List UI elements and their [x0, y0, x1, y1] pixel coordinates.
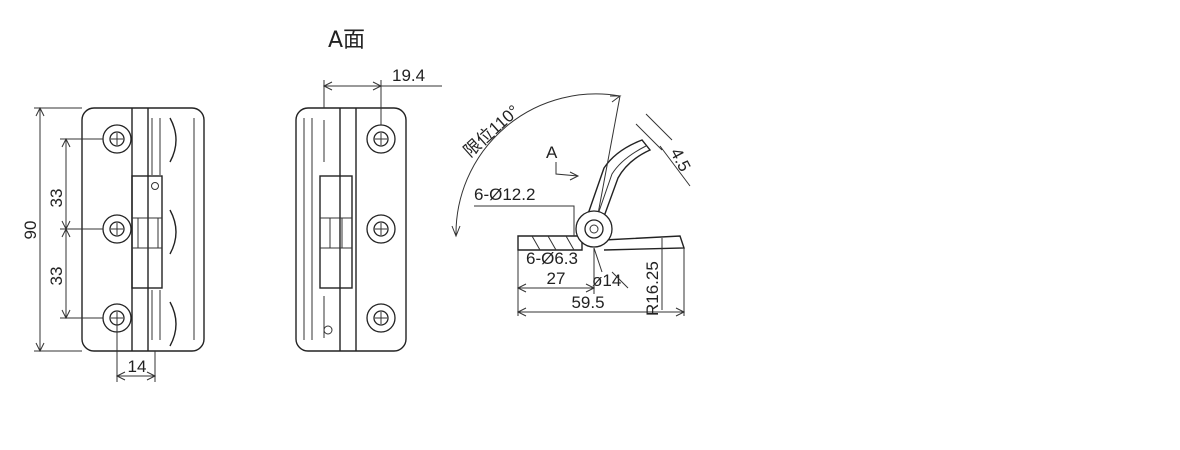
dim-r16-25: R16.25: [643, 238, 663, 316]
front-slot-top: [169, 117, 177, 163]
side-knuckle: [339, 108, 357, 351]
front-hole-mid: [102, 214, 132, 244]
front-knuckle-detail: [151, 118, 161, 340]
side-leaf-outline: [295, 107, 407, 352]
dim-59-5-label: 59.5: [571, 293, 604, 312]
limit-angle-label: 限位110°: [460, 101, 523, 161]
base-leaf-right: [603, 235, 685, 251]
dim-4-5-label: 4.5: [666, 145, 694, 175]
front-hole-top: [102, 124, 132, 154]
view-a-arrow: A: [546, 143, 580, 181]
dim-14-label: 14: [128, 357, 147, 376]
dim-90: 90: [21, 106, 82, 353]
dim-33-upper-label: 33: [47, 189, 66, 208]
dim-6-12-2: 6-Ø12.2: [474, 185, 575, 236]
dim-59-5: 59.5: [516, 248, 686, 317]
open-view: 限位110° A 6-Ø12.2 6-Ø6.3: [451, 93, 694, 317]
dim-19-4: 19.4: [322, 66, 442, 125]
dim-19-4-label: 19.4: [392, 66, 425, 85]
side-barrel: [319, 175, 353, 289]
base-leaf: [517, 235, 583, 251]
hinge-pin: [575, 210, 613, 248]
side-hole-mid: [366, 214, 396, 244]
side-hole-bot: [366, 303, 396, 333]
view-a-arrow-label: A: [546, 143, 558, 162]
front-slot-bot: [169, 301, 177, 347]
front-view: 90 33 33 14: [21, 106, 205, 382]
side-view: A面 19.4: [295, 28, 442, 352]
dim-33-stack: 33 33: [47, 137, 103, 320]
front-slot-mid: [169, 209, 177, 255]
limit-angle-arc: [455, 93, 621, 237]
dim-4-5: 4.5: [635, 113, 694, 187]
dim-r16-25-label: R16.25: [643, 261, 662, 316]
dim-pin-14-label: ø14: [592, 271, 621, 290]
dim-6-12-2-label: 6-Ø12.2: [474, 185, 535, 204]
dim-6-6-3-label: 6-Ø6.3: [526, 249, 578, 268]
dim-pin-14: ø14: [592, 247, 629, 290]
side-hole-top: [366, 124, 396, 154]
dim-90-label: 90: [21, 221, 40, 240]
dim-14: 14: [115, 318, 157, 382]
open-leaf: [587, 139, 652, 223]
dim-33-lower-label: 33: [47, 267, 66, 286]
dim-27: 27: [516, 248, 596, 316]
dim-27-label: 27: [547, 269, 566, 288]
view-a-title: A面: [328, 28, 365, 53]
front-knuckle: [131, 108, 149, 351]
front-barrel: [131, 175, 163, 289]
